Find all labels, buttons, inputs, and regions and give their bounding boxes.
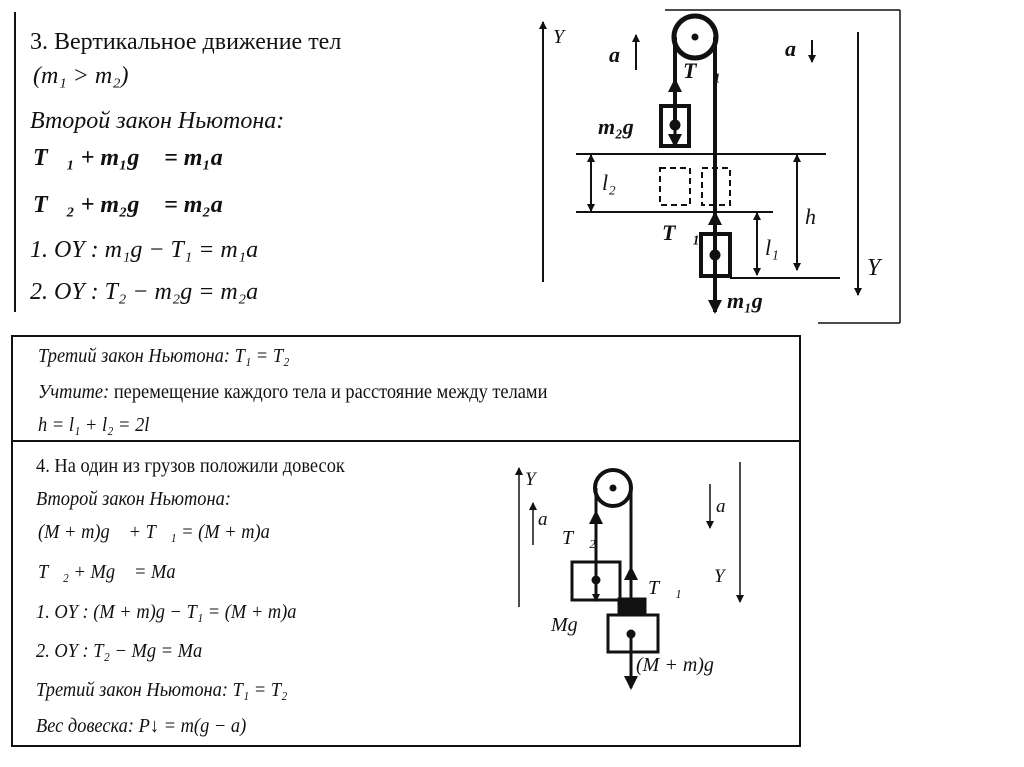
dashed-block — [701, 167, 731, 206]
d3-h-label: h — [805, 204, 816, 229]
box-note-text: перемещение каждого тела и расстояние ме… — [109, 381, 548, 403]
section4-eq2: T⃗₂ + Mg⃗ = Ma⃗ — [38, 561, 190, 583]
diagram3 — [539, 13, 862, 314]
d3-t1-top-label: T⃗₁ — [683, 58, 722, 83]
d3-l2-label: l₂ — [602, 170, 616, 195]
d3-a-down-label: a⃗ — [785, 36, 814, 61]
section3-condition: (m₁ > m₂) — [33, 63, 129, 89]
section4-third-law: Третий закон Ньютона: T₁ = T₂ — [36, 679, 288, 701]
section4-eq1: (M + m)g⃗ + T⃗₁ = (M + m)a⃗ — [38, 521, 285, 543]
section4-weight: Вес довеска: P↓ = m(g − a) — [36, 715, 247, 737]
d4-a-up-label: a⃗ — [538, 509, 563, 530]
extra-weight — [617, 597, 647, 616]
section3-proj1: 1. OY : m₁g − T₁ = m₁a — [30, 237, 259, 263]
d4-a-down-label: a⃗ — [716, 496, 741, 517]
section4-title: 4. На один из грузов положили довесок — [36, 455, 345, 477]
d3-l1-label: l₁ — [765, 235, 779, 260]
box-third-law: Третий закон Ньютона: T₁ = T₂ — [38, 345, 290, 367]
d3-m1g-label: m₁g⃗ — [727, 288, 780, 313]
section3-proj2: 2. OY : T₂ − m₂g = m₂a — [30, 279, 259, 305]
d4-y-down-label: Y — [714, 566, 725, 587]
section4-proj2: 2. OY : T₂ − Mg = Ma — [36, 640, 203, 662]
section4-second-law-heading: Второй закон Ньютона: — [36, 488, 231, 510]
d4-t2-label: T⃗₂ — [562, 527, 596, 549]
section3-title: 3. Вертикальное движение тел — [30, 29, 342, 55]
d4-mg-label: Mg⃗ — [551, 614, 594, 636]
d4-total-g-label: (M + m)g⃗ — [636, 654, 730, 676]
section3-second-law-heading: Второй закон Ньютона: — [30, 108, 285, 134]
bottom-box — [11, 335, 801, 747]
box-note-label: Учтите: — [38, 381, 110, 403]
d3-t1-bottom-label: T⃗₁ — [662, 220, 701, 245]
d4-t1-label: T⃗₁ — [648, 577, 682, 599]
section3-eq1: T⃗₁ + m₁g⃗ = m₁a⃗ — [33, 145, 242, 171]
section3-eq2: T⃗₂ + m₂g⃗ = m₂a⃗ — [33, 192, 242, 218]
diagram3-frame — [665, 9, 901, 324]
d3-m2g-label: m₂g⃗ — [598, 114, 651, 139]
box-note: Учтите: перемещение каждого тела и расст… — [38, 382, 547, 402]
d3-y-down-label: Y — [867, 255, 881, 281]
section4-proj1: 1. OY : (M + m)g − T₁ = (M + m)a — [36, 601, 297, 623]
dashed-block — [659, 167, 691, 206]
block-M-plus-m — [606, 613, 660, 654]
d3-y-up-label: Y — [553, 26, 565, 48]
box-distance-eq: h = l₁ + l₂ = 2l — [38, 414, 150, 436]
diagram4 — [515, 462, 744, 690]
d4-y-up-label: Y — [525, 469, 536, 490]
d3-a-up-label: a⃗ — [609, 42, 638, 67]
